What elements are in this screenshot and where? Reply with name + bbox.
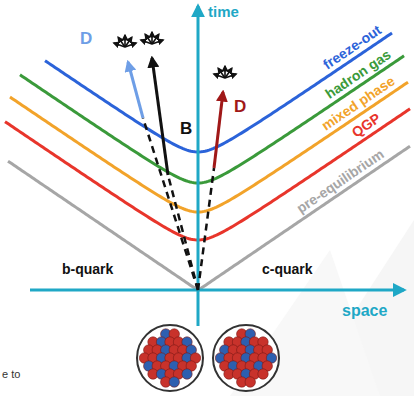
b-meson-track [152, 58, 168, 175]
phase-label: QGP [349, 111, 383, 140]
quark-path [143, 118, 198, 290]
decay-star [214, 66, 237, 78]
particle-label: B [180, 120, 192, 137]
nucleus [213, 325, 279, 391]
axis-label: space [342, 303, 387, 319]
space-axis [30, 289, 404, 292]
quark-label: b-quark [62, 262, 113, 276]
light-cone [8, 146, 410, 290]
axis-label: time [208, 4, 239, 19]
particle-label: D [80, 30, 92, 47]
qgp-curve [5, 109, 410, 240]
quark-label: c-quark [262, 262, 313, 276]
d-meson-track [128, 62, 143, 118]
nucleus [137, 325, 203, 391]
decay-star [114, 35, 137, 47]
decay-star [141, 32, 164, 44]
particle-label: D [234, 98, 246, 115]
quark-path [198, 168, 214, 290]
background-wedge [230, 250, 380, 396]
d-meson-track [214, 92, 223, 168]
note-text: e to [2, 369, 20, 380]
